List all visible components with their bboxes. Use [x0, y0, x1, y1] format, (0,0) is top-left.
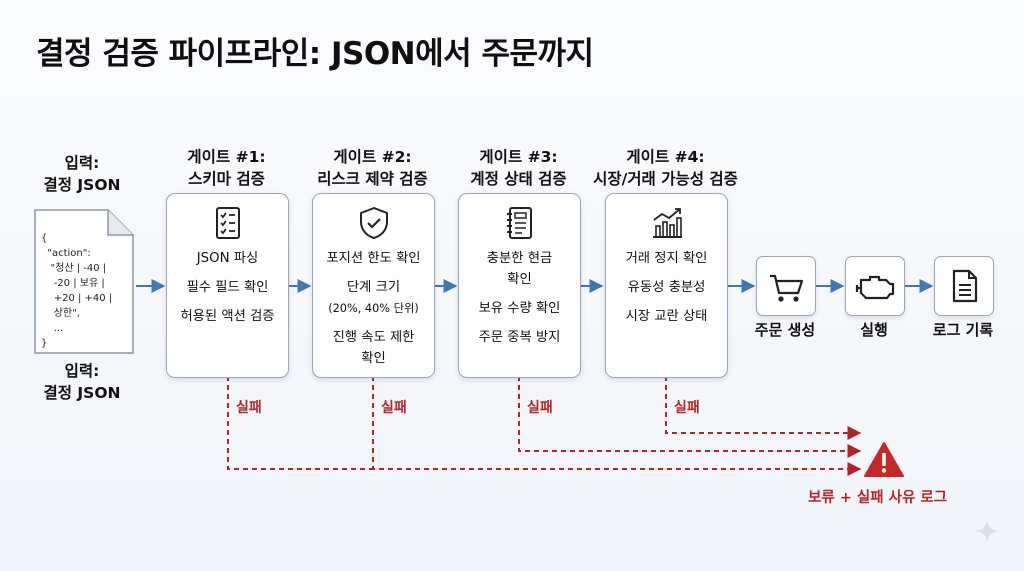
gate-check-item: 거래 정지 확인	[625, 251, 708, 266]
gate-check-item: 단계 크기	[346, 280, 401, 295]
gate-check-item: 유동성 충분성	[627, 280, 706, 295]
fail-path-gate3	[518, 376, 862, 458]
bar-chart-icon	[652, 208, 682, 238]
gate-check-item: 확인	[507, 272, 532, 287]
gate-4-title: 게이트 #4: 시장/거래 가능성 검증	[575, 146, 756, 190]
fail-path-gate4	[665, 376, 862, 440]
json-content: { "action": "청산 | -40 | -20 | 보유 | +20 |…	[41, 231, 112, 351]
json-line: 상한",	[41, 308, 80, 319]
order-create-label: 주문 생성	[754, 321, 816, 339]
gate-title-line: 스키마 검증	[188, 170, 265, 188]
json-line: }	[41, 338, 48, 349]
execute-label: 실행	[860, 321, 888, 339]
page-title: 결정 검증 파이프라인: JSON에서 주문까지	[36, 36, 594, 72]
hold-and-fail-log-label: 보류 + 실패 사유 로그	[808, 490, 948, 506]
document-icon	[952, 269, 978, 303]
gate-title-line: 시장/거래 가능성 검증	[593, 170, 738, 188]
log-record-label: 로그 기록	[932, 321, 994, 339]
gate-title-line: 게이트 #1:	[187, 148, 266, 166]
gate-3-title: 게이트 #3: 계정 상태 검증	[428, 146, 609, 190]
fail-label-gate2: 실패	[381, 400, 407, 416]
input-label-top-line2: 결정 JSON	[43, 176, 121, 194]
gate-title-line: 게이트 #2:	[333, 148, 412, 166]
json-line: +20 | +40 |	[41, 293, 113, 304]
gate-2-title: 게이트 #2: 리스크 제약 검증	[282, 146, 463, 190]
input-json-document: { "action": "청산 | -40 | -20 | 보유 | +20 |…	[32, 207, 136, 356]
ledger-icon	[506, 207, 532, 239]
execute-box	[845, 256, 905, 316]
gate-check-item: 진행 속도 제한	[332, 330, 415, 345]
warning-icon	[864, 442, 904, 477]
input-label-bottom-line1: 입력:	[64, 362, 100, 380]
gate-title-line: 게이트 #4:	[626, 148, 705, 166]
log-record-box	[934, 256, 994, 316]
gate-check-item: 충분한 현금	[486, 251, 553, 266]
gate-check-item: 확인	[361, 351, 386, 366]
input-label-top-line1: 입력:	[64, 154, 100, 172]
gate-check-item: JSON 파싱	[196, 251, 259, 266]
input-label-top: 입력: 결정 JSON	[30, 152, 134, 196]
fail-label-gate3: 실패	[527, 400, 553, 416]
gate-check-item: 포지션 한도 확인	[326, 251, 421, 266]
json-line: ...	[41, 323, 64, 334]
input-label-bottom: 입력: 결정 JSON	[30, 360, 134, 404]
engine-icon	[855, 275, 895, 300]
fail-label-gate1: 실패	[236, 400, 262, 416]
gate-check-item: 보유 수량 확인	[478, 301, 561, 316]
gate-check-item: 주문 중복 방지	[478, 330, 561, 345]
gate-1-title: 게이트 #1: 스키마 검증	[136, 146, 317, 190]
cart-icon	[770, 274, 804, 302]
gate-title-line: 리스크 제약 검증	[317, 170, 428, 188]
shield-check-icon	[359, 207, 388, 239]
order-create-box	[756, 256, 816, 316]
json-line: "청산 | -40 |	[41, 263, 107, 274]
gate-check-item: 시장 교란 상태	[625, 309, 708, 324]
gate-title-line: 게이트 #3:	[479, 148, 558, 166]
checklist-icon	[215, 207, 240, 239]
gate-check-item: 필수 필드 확인	[186, 280, 269, 295]
gate-check-item: (20%, 40% 단위)	[328, 302, 419, 315]
json-line: "action":	[41, 248, 91, 259]
fail-path-gate2	[372, 376, 862, 476]
gate-title-line: 계정 상태 검증	[470, 170, 567, 188]
input-label-bottom-line2: 결정 JSON	[43, 384, 121, 402]
document-shape	[34, 209, 134, 354]
json-line: {	[41, 233, 48, 244]
gate-check-item: 허용된 액션 검증	[180, 309, 275, 324]
fail-label-gate4: 실패	[674, 400, 700, 416]
fail-path-gate1	[227, 376, 373, 470]
sparkle-icon	[975, 519, 999, 543]
json-line: -20 | 보유 |	[41, 278, 105, 289]
